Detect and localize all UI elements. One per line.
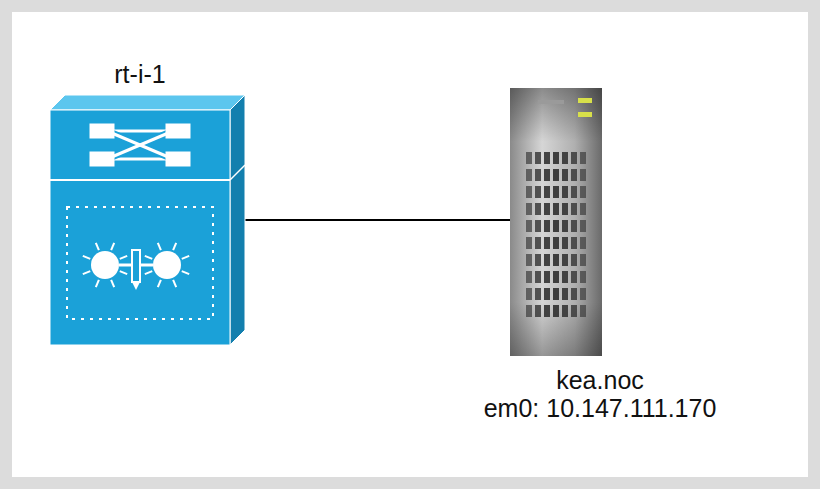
interface-label: em0: 10.147.111.170 — [484, 394, 717, 422]
link-line — [231, 219, 510, 221]
router-switch-node: rt-i-1 — [47, 52, 247, 352]
server-node: kea.nocem0: 10.147.111.170 — [440, 88, 770, 428]
node-label: rt-i-1 — [114, 60, 165, 88]
server-icon — [510, 88, 602, 360]
switch-icon — [47, 95, 247, 351]
node-label: kea.noc — [556, 366, 644, 394]
